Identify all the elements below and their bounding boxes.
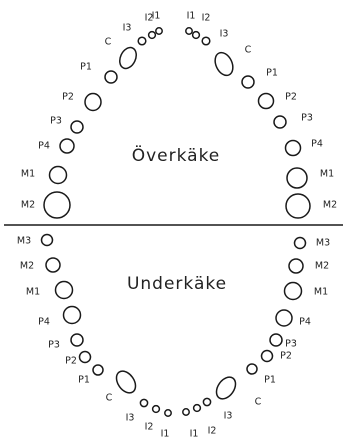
lower-left-tooth-i2-label: I2 bbox=[145, 422, 154, 433]
lower-left-tooth-m2-label: M2 bbox=[20, 261, 34, 272]
upper-right-tooth-c-label: C bbox=[245, 45, 252, 56]
upper-right-tooth-m1-label: M1 bbox=[320, 169, 334, 180]
lower-left-tooth-i3 bbox=[139, 398, 149, 408]
lower-left-tooth-p3-label: P3 bbox=[48, 340, 60, 351]
upper-right-tooth-p2-label: P2 bbox=[285, 92, 297, 103]
lower-right-tooth-m2 bbox=[288, 258, 304, 274]
lower-jaw-label: Underkäke bbox=[127, 274, 227, 294]
upper-left-tooth-p3-label: P3 bbox=[50, 116, 62, 127]
upper-left-tooth-m2 bbox=[43, 191, 71, 219]
lower-left-tooth-c bbox=[115, 370, 137, 394]
lower-left-tooth-p4 bbox=[62, 305, 82, 325]
lower-right-tooth-i1-label: I1 bbox=[190, 429, 199, 440]
lower-right-tooth-m3 bbox=[293, 236, 307, 250]
upper-right-tooth-i1-label: I1 bbox=[187, 11, 196, 22]
lower-right-tooth-c bbox=[215, 376, 237, 400]
lower-right-tooth-p1-label: P1 bbox=[264, 375, 276, 386]
lower-right-tooth-p3 bbox=[269, 333, 283, 347]
lower-right-tooth-i1 bbox=[182, 408, 190, 416]
upper-right-tooth-p4 bbox=[284, 139, 302, 157]
upper-right-tooth-m2-label: M2 bbox=[323, 200, 337, 211]
upper-left-tooth-m2-label: M2 bbox=[21, 200, 35, 211]
upper-left-tooth-i2-label: I2 bbox=[145, 13, 154, 24]
upper-right-tooth-p3-label: P3 bbox=[301, 113, 313, 124]
upper-right-tooth-p4-label: P4 bbox=[311, 139, 323, 150]
upper-right-tooth-p1 bbox=[241, 75, 255, 89]
upper-right-tooth-p1-label: P1 bbox=[266, 68, 278, 79]
upper-right-tooth-m2 bbox=[285, 193, 311, 219]
upper-left-tooth-p1 bbox=[104, 70, 118, 84]
lower-right-tooth-p2-label: P2 bbox=[280, 351, 292, 362]
lower-right-tooth-m1 bbox=[283, 281, 303, 301]
lower-right-tooth-i3 bbox=[202, 397, 212, 407]
lower-left-tooth-p2 bbox=[78, 350, 92, 364]
upper-right-tooth-c bbox=[214, 51, 234, 77]
upper-right-tooth-p2 bbox=[257, 92, 275, 110]
upper-right-tooth-i2 bbox=[191, 30, 201, 40]
upper-right-tooth-i3 bbox=[201, 36, 211, 46]
upper-right-tooth-i2-label: I2 bbox=[202, 13, 211, 24]
lower-left-tooth-m1 bbox=[54, 280, 74, 300]
lower-right-tooth-p2 bbox=[260, 349, 274, 363]
lower-left-tooth-p1 bbox=[92, 364, 104, 376]
lower-left-tooth-p3 bbox=[70, 333, 84, 347]
upper-left-tooth-p2-label: P2 bbox=[62, 92, 74, 103]
lower-right-tooth-i2-label: I2 bbox=[208, 426, 217, 437]
upper-right-tooth-m1 bbox=[286, 167, 308, 189]
lower-right-tooth-p3-label: P3 bbox=[285, 339, 297, 350]
lower-right-tooth-m3-label: M3 bbox=[316, 238, 330, 249]
lower-left-tooth-i3-label: I3 bbox=[126, 413, 135, 424]
lower-left-tooth-m3 bbox=[40, 233, 54, 247]
lower-left-tooth-m1-label: M1 bbox=[26, 287, 40, 298]
upper-left-tooth-i1-label: I1 bbox=[152, 11, 161, 22]
lower-left-tooth-c-label: C bbox=[106, 393, 113, 404]
lower-right-tooth-m2-label: M2 bbox=[315, 261, 329, 272]
upper-left-tooth-p2 bbox=[84, 92, 102, 112]
upper-left-tooth-i2 bbox=[147, 30, 157, 40]
lower-right-tooth-c-label: C bbox=[255, 397, 262, 408]
lower-left-tooth-p4-label: P4 bbox=[38, 317, 50, 328]
lower-right-tooth-m1-label: M1 bbox=[314, 287, 328, 298]
upper-left-tooth-i3-label: I3 bbox=[123, 23, 132, 34]
upper-right-tooth-p3 bbox=[273, 115, 287, 129]
lower-left-tooth-i1-label: I1 bbox=[161, 429, 170, 440]
upper-left-tooth-i3 bbox=[137, 36, 147, 46]
lower-right-tooth-p4-label: P4 bbox=[299, 317, 311, 328]
lower-left-tooth-m3-label: M3 bbox=[17, 236, 31, 247]
upper-left-tooth-c-label: C bbox=[105, 37, 112, 48]
lower-left-tooth-p2-label: P2 bbox=[65, 356, 77, 367]
upper-left-tooth-p4-label: P4 bbox=[38, 141, 50, 152]
lower-left-tooth-i1 bbox=[164, 409, 172, 417]
lower-right-tooth-i2 bbox=[192, 403, 202, 413]
lower-right-tooth-p1 bbox=[246, 363, 258, 375]
upper-left-tooth-p4 bbox=[59, 138, 75, 154]
upper-right-tooth-i1 bbox=[185, 27, 193, 35]
upper-left-tooth-c bbox=[119, 46, 137, 70]
upper-left-tooth-m1 bbox=[48, 165, 68, 185]
upper-right-tooth-i3-label: I3 bbox=[220, 29, 229, 40]
lower-left-tooth-i2 bbox=[151, 404, 161, 414]
upper-jaw-label: Överkäke bbox=[132, 144, 221, 166]
lower-left-tooth-p1-label: P1 bbox=[78, 375, 90, 386]
upper-left-tooth-m1-label: M1 bbox=[21, 169, 35, 180]
upper-left-tooth-p1-label: P1 bbox=[80, 62, 92, 73]
lower-right-tooth-i3-label: I3 bbox=[224, 411, 233, 422]
upper-left-tooth-p3 bbox=[70, 120, 84, 134]
upper-left-tooth-i1 bbox=[155, 27, 163, 35]
lower-left-tooth-m2 bbox=[45, 257, 61, 273]
lower-right-tooth-p4 bbox=[275, 309, 293, 327]
